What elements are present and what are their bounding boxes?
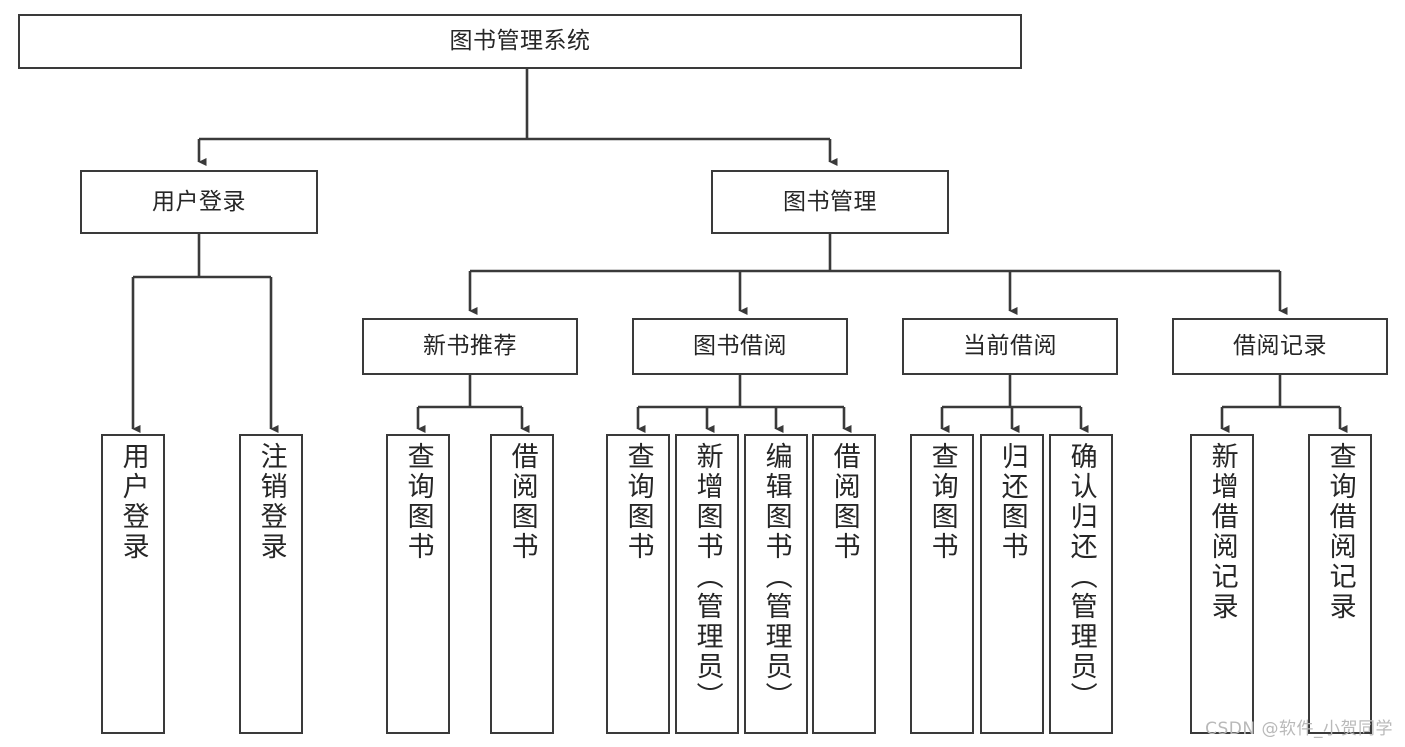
leaf-book-borrow-query-book[interactable]: 查询图书 — [606, 434, 670, 734]
leaf-book-borrow-borrow-book[interactable]: 借阅图书 — [812, 434, 876, 734]
node-label: 归还图书 — [996, 442, 1028, 562]
node-label: 用户登录 — [152, 188, 246, 215]
csdn-watermark: CSDN @软件_小贺同学 — [1205, 719, 1393, 739]
node-label: 图书管理系统 — [449, 28, 591, 54]
leaf-user-login-logout[interactable]: 注销登录 — [239, 434, 303, 734]
node-user-login[interactable]: 用户登录 — [80, 170, 318, 234]
node-label: 当前借阅 — [963, 333, 1057, 359]
node-current-borrow[interactable]: 当前借阅 — [902, 318, 1118, 375]
node-label: 新增借阅记录 — [1206, 442, 1238, 622]
node-label: 查询图书 — [926, 442, 958, 562]
node-root-book-management-system[interactable]: 图书管理系统 — [18, 14, 1022, 69]
node-label: 新增图书（管理员） — [691, 442, 723, 712]
node-borrow-record[interactable]: 借阅记录 — [1172, 318, 1388, 375]
leaf-current-borrow-query-book[interactable]: 查询图书 — [910, 434, 974, 734]
node-book-borrow[interactable]: 图书借阅 — [632, 318, 848, 375]
node-book-management[interactable]: 图书管理 — [711, 170, 949, 234]
leaf-borrow-record-query-record[interactable]: 查询借阅记录 — [1308, 434, 1372, 734]
node-label: 确认归还（管理员） — [1065, 442, 1097, 712]
leaf-book-borrow-add-book-admin[interactable]: 新增图书（管理员） — [675, 434, 739, 734]
node-new-book-recommend[interactable]: 新书推荐 — [362, 318, 578, 375]
leaf-new-book-query-book[interactable]: 查询图书 — [386, 434, 450, 734]
node-label: 图书管理 — [783, 188, 877, 215]
leaf-borrow-record-add-record[interactable]: 新增借阅记录 — [1190, 434, 1254, 734]
leaf-current-borrow-return-book[interactable]: 归还图书 — [980, 434, 1044, 734]
node-label: 编辑图书（管理员） — [760, 442, 792, 712]
node-label: 借阅记录 — [1233, 333, 1327, 359]
node-label: 借阅图书 — [506, 442, 538, 562]
node-label: 查询图书 — [622, 442, 654, 562]
node-label: 借阅图书 — [828, 442, 860, 562]
leaf-new-book-borrow-book[interactable]: 借阅图书 — [490, 434, 554, 734]
node-label: 图书借阅 — [693, 333, 787, 359]
node-label: 查询图书 — [402, 442, 434, 562]
leaf-book-borrow-edit-book-admin[interactable]: 编辑图书（管理员） — [744, 434, 808, 734]
leaf-current-borrow-confirm-return-admin[interactable]: 确认归还（管理员） — [1049, 434, 1113, 734]
node-label: 注销登录 — [255, 442, 287, 562]
leaf-user-login-login[interactable]: 用户登录 — [101, 434, 165, 734]
node-label: 用户登录 — [117, 442, 149, 562]
node-label: 新书推荐 — [423, 333, 517, 359]
node-label: 查询借阅记录 — [1324, 442, 1356, 622]
